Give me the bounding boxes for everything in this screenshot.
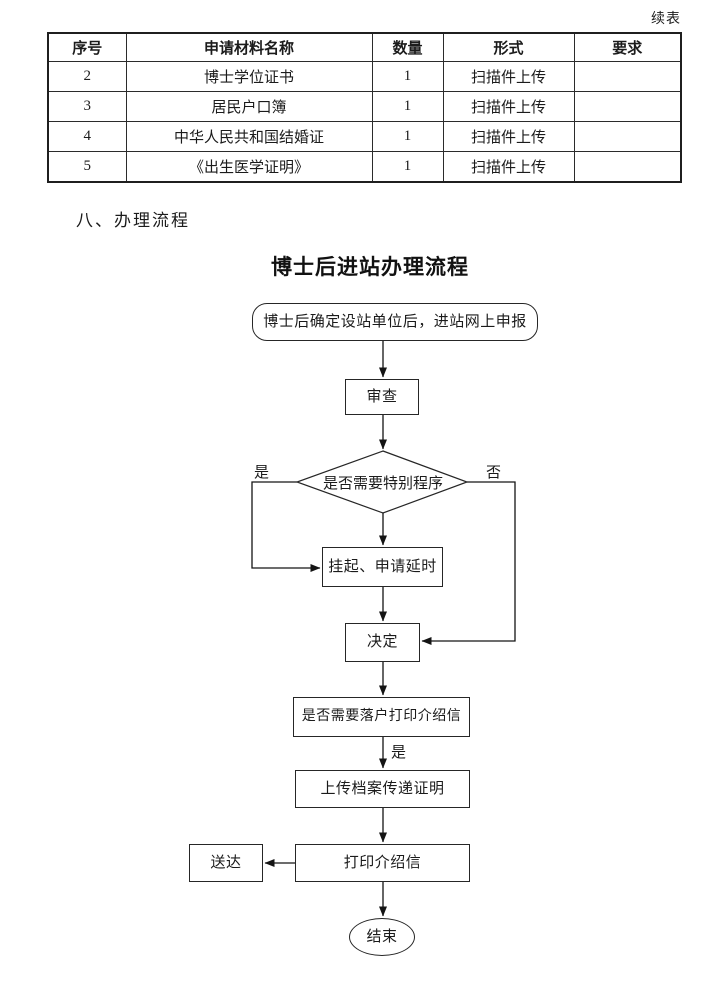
cell-material: 博士学位证书 — [125, 61, 373, 92]
cell-material: 《出生医学证明》 — [125, 151, 373, 183]
cell-quantity: 1 — [371, 121, 444, 152]
flowchart-node-deliver: 送达 — [189, 844, 263, 882]
col-header-material: 申请材料名称 — [125, 32, 373, 62]
cell-index: 2 — [47, 61, 127, 92]
flowchart-title: 博士后进站办理流程 — [271, 256, 469, 279]
section-heading: 八、办理流程 — [76, 211, 190, 230]
col-header-quantity: 数量 — [371, 32, 444, 62]
cell-form: 扫描件上传 — [442, 121, 575, 152]
cell-form: 扫描件上传 — [442, 151, 575, 183]
cell-index: 5 — [47, 151, 127, 183]
flowchart-node-start: 博士后确定设站单位后，进站网上申报 — [252, 303, 538, 341]
materials-table: 序号 申请材料名称 数量 形式 要求 2 博士学位证书 1 扫描件上传 3 居民… — [47, 32, 682, 183]
col-header-requirement: 要求 — [573, 32, 682, 62]
table-row: 2 博士学位证书 1 扫描件上传 — [47, 61, 682, 92]
cell-requirement — [573, 61, 682, 92]
flowchart-node-decide: 决定 — [345, 623, 420, 662]
cell-material: 中华人民共和国结婚证 — [125, 121, 373, 152]
flowchart-node-end: 结束 — [349, 918, 415, 956]
settle-yes-label: 是 — [391, 745, 407, 761]
cell-form: 扫描件上传 — [442, 61, 575, 92]
continued-table-label: 续表 — [651, 12, 681, 27]
table-header-row: 序号 申请材料名称 数量 形式 要求 — [47, 32, 682, 62]
cell-quantity: 1 — [371, 61, 444, 92]
col-header-index: 序号 — [47, 32, 127, 62]
flowchart-node-decision-special: 是否需要特别程序 — [322, 476, 443, 492]
cell-requirement — [573, 91, 682, 122]
flowchart-node-upload: 上传档案传递证明 — [295, 770, 470, 808]
decision-yes-label: 是 — [254, 465, 270, 481]
decision-no-label: 否 — [486, 465, 502, 481]
cell-requirement — [573, 151, 682, 183]
flowchart-node-settle-question: 是否需要落户打印介绍信 — [293, 697, 470, 737]
cell-index: 4 — [47, 121, 127, 152]
table-row: 5 《出生医学证明》 1 扫描件上传 — [47, 151, 682, 183]
flowchart-node-suspend: 挂起、申请延时 — [322, 547, 443, 587]
cell-requirement — [573, 121, 682, 152]
table-row: 3 居民户口簿 1 扫描件上传 — [47, 91, 682, 122]
table-row: 4 中华人民共和国结婚证 1 扫描件上传 — [47, 121, 682, 152]
flowchart-node-review: 审查 — [345, 379, 419, 415]
cell-quantity: 1 — [371, 151, 444, 183]
flowchart-node-print: 打印介绍信 — [295, 844, 470, 882]
